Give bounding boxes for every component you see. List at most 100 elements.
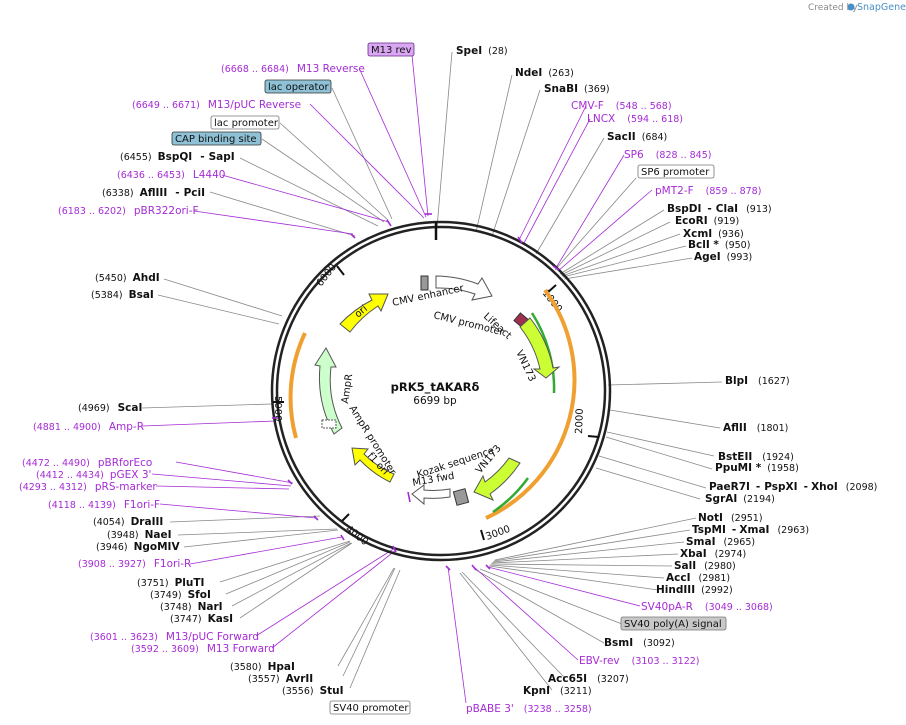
primer-prsmarker: (4293 .. 4312)pRS-marker (19, 481, 157, 493)
ori-arrow (339, 293, 389, 333)
m13-rev-box (367, 42, 415, 57)
vn173-arrow-lower (473, 457, 521, 501)
snapgene-logo-icon (847, 3, 855, 11)
cmv-enhancer-arrow (435, 275, 493, 301)
sv40-polya-label: SV40 poly(A) signal (624, 619, 722, 630)
site-blpi: BlpI(1627) (725, 375, 790, 387)
backbone-outer (270, 220, 612, 562)
site-sgrai: SgrAI(2194) (705, 493, 775, 505)
left-site-labels: (6668 .. 6684)M13 Reverse (6649 .. 6671)… (19, 63, 365, 697)
primer-sv40par: SV40pA-R(3049 .. 3068) (641, 601, 773, 613)
ampr-label: AmpR (340, 373, 355, 404)
ampr-arrow (314, 347, 343, 435)
primer-sp6: SP6(828 .. 845) (624, 149, 711, 161)
plasmid-name: pRK5_tAKARδ (391, 380, 480, 395)
site-sfoi: (3749)SfoI (150, 589, 211, 601)
orange-arc-left (288, 332, 307, 439)
site-sacii: SacII(684) (607, 131, 667, 143)
site-acc65i: Acc65I(3207) (548, 673, 629, 685)
primer-m13puc-fwd: (3601 .. 3623)M13/pUC Forward (90, 631, 259, 643)
site-noti: NotI(2951) (698, 512, 763, 524)
ampr-promoter-marker (321, 419, 337, 429)
site-agei: AgeI(993) (694, 251, 752, 263)
site-bsteii: BstEII(1924) (718, 451, 794, 463)
green-arc-upper (530, 312, 556, 394)
primer-ebvrev: EBV-rev(3103 .. 3122) (579, 655, 700, 667)
f1-ori-arrow (351, 447, 395, 483)
primer-pbrforeco: (4472 .. 4490)pBRforEco (22, 457, 152, 469)
site-kpni: KpnI(3211) (523, 685, 592, 697)
sv40-polya-box (620, 616, 727, 631)
orange-arc-right (485, 288, 577, 520)
site-acci: AccI(2981) (666, 572, 730, 584)
site-ahdi: (5450)AhdI (95, 272, 160, 284)
green-arc-lower (492, 477, 530, 514)
primer-pgex3: (4412 .. 4434)pGEX 3' (36, 469, 151, 481)
primer-pbabe3: pBABE 3'(3238 .. 3258) (466, 703, 592, 715)
site-smai: SmaI(2965) (686, 536, 755, 548)
sv40-promoter-label: SV40 promoter (333, 703, 409, 714)
site-avrii: (3557)AvrII (248, 673, 313, 685)
site-draiii: (4054)DraIII (93, 516, 163, 528)
primer-f1orir: (3908 .. 3927)F1ori-R (78, 558, 191, 570)
lac-operator-box (264, 79, 332, 94)
primer-f1orif: (4118 .. 4139)F1ori-F (48, 499, 160, 511)
tick-label-5000: 5000 (272, 396, 283, 421)
site-ppumi: PpuMI *(1958) (715, 462, 799, 474)
primer-pbr322ori: (6183 .. 6202)pBR322ori-F (58, 205, 199, 217)
cap-binding-box (171, 131, 262, 146)
site-pluti: (3751)PluTI (137, 577, 204, 589)
site-bcli: BclI *(950) (688, 239, 750, 251)
primer-leader-lines (141, 54, 653, 704)
lac-operator-marker (420, 275, 429, 291)
site-sali: SalI(2980) (674, 560, 736, 572)
sv40-promoter-box (329, 700, 411, 715)
site-afliii: (6338)AflIII-PciI (102, 187, 205, 199)
site-xbai: XbaI(2974) (680, 548, 746, 560)
vn173-label-upper: VN173 (513, 349, 537, 384)
lac-promoter-box (210, 115, 280, 130)
primer-m13puc-rev: (6649 .. 6671)M13/pUC Reverse (132, 99, 301, 111)
lac-operator-label: lac operator (268, 82, 329, 93)
tick-label-2000: 2000 (574, 408, 586, 434)
site-naei: (3948)NaeI (107, 529, 172, 541)
primer-lncx: LNCX(594 .. 618) (587, 113, 683, 125)
primer-ampr: (4881 .. 4900)Amp-R (33, 421, 144, 433)
leader-lines (141, 51, 723, 691)
site-kasi: (3747)KasI (170, 613, 233, 625)
site-tspmi: TspMI-XmaI(2963) (692, 524, 809, 536)
plasmid-length: 6699 bp (413, 395, 457, 407)
primer-l4440: (6436 .. 6453)L4440 (117, 169, 225, 181)
sp6-promoter-box (637, 164, 715, 179)
site-bsmi: BsmI(3092) (604, 637, 675, 649)
site-hpai: (3580)HpaI (230, 661, 295, 673)
site-bsai: (5384)BsaI (91, 289, 154, 301)
m13-fwd-arrow (411, 484, 451, 506)
primer-m13fwd: (3592 .. 3609)M13 Forward (131, 643, 275, 655)
sp6-promoter-label: SP6 promoter (641, 167, 710, 178)
kozak-marker (452, 488, 470, 506)
site-ngomiv: (3946)NgoMIV (96, 541, 180, 553)
site-ecori: EcoRI(919) (675, 215, 739, 227)
primer-ticks (272, 213, 560, 571)
vn173-arrow-upper (519, 317, 561, 379)
credit-text: Created by (808, 3, 858, 13)
site-scai: (4969)ScaI (78, 402, 142, 414)
primer-cmvf: CMV-F(548 .. 568) (571, 100, 672, 112)
site-stui: (3556)StuI (282, 685, 344, 697)
m13-rev-label: M13 rev (371, 45, 412, 56)
site-bspdi: BspDI-ClaI(913) (667, 203, 772, 215)
lac-promoter-label: lac promoter (214, 118, 279, 129)
tick-label-4000: 4000 (343, 524, 370, 548)
site-xcmi: XcmI(936) (683, 228, 744, 240)
right-site-labels: SpeI(28) NdeI(263) SnaBI(369) CMV-F(548 … (456, 45, 877, 715)
credit-brand: SnapGene (857, 2, 906, 13)
site-ndei: NdeI(263) (515, 67, 574, 79)
site-paer7i: PaeR7I-PspXI-XhoI(2098) (709, 481, 877, 493)
primer-m13rev: (6668 .. 6684)M13 Reverse (221, 63, 365, 75)
cap-binding-label: CAP binding site (175, 134, 257, 145)
site-nari: (3748)NarI (160, 601, 223, 613)
site-hindiii: HindIII(2992) (656, 584, 733, 596)
site-spei: SpeI(28) (456, 45, 508, 57)
